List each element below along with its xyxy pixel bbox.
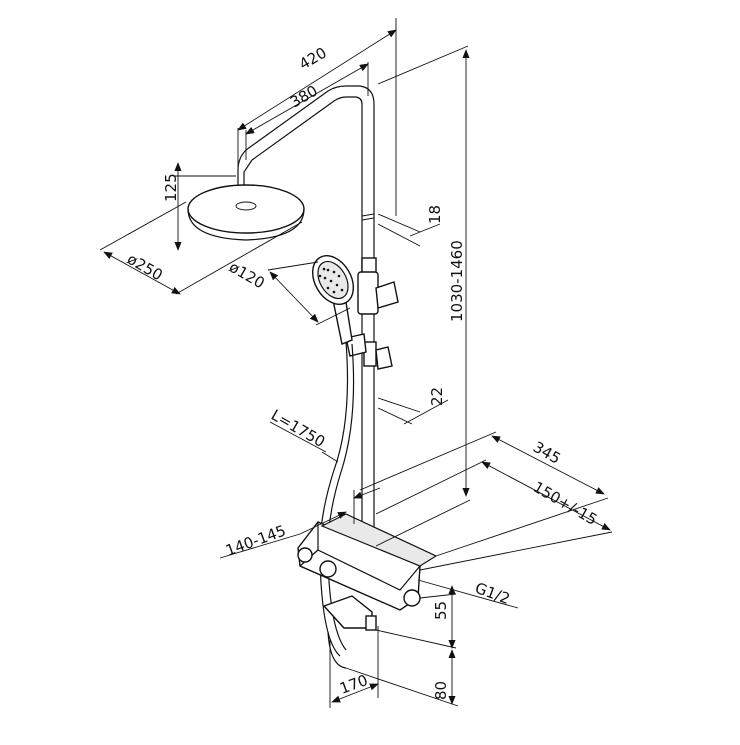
dim-125: 125 — [162, 173, 180, 202]
thermostat-mixer — [297, 513, 438, 669]
shower-column — [237, 85, 377, 551]
dim-140-145: 140-145 — [223, 521, 288, 559]
dim-345: 345 — [530, 438, 564, 468]
dim-55: 55 — [432, 601, 450, 620]
dim-120: ø120 — [226, 258, 268, 292]
hose-length-label: L=1750 — [268, 406, 328, 451]
dim-380: 380 — [287, 82, 321, 112]
dimension-lines — [99, 18, 613, 708]
dim-1030-1460: 1030-1460 — [448, 240, 466, 322]
dim-80: 80 — [432, 681, 450, 700]
dim-420: 420 — [296, 44, 330, 74]
thread-g12: G1/2 — [473, 579, 513, 608]
dim-22: 22 — [428, 387, 446, 406]
dim-170: 170 — [337, 671, 370, 698]
overhead-shower-head — [187, 184, 305, 241]
hand-shower — [312, 255, 399, 370]
dim-18: 18 — [426, 205, 444, 224]
dim-250: ø250 — [124, 250, 166, 284]
